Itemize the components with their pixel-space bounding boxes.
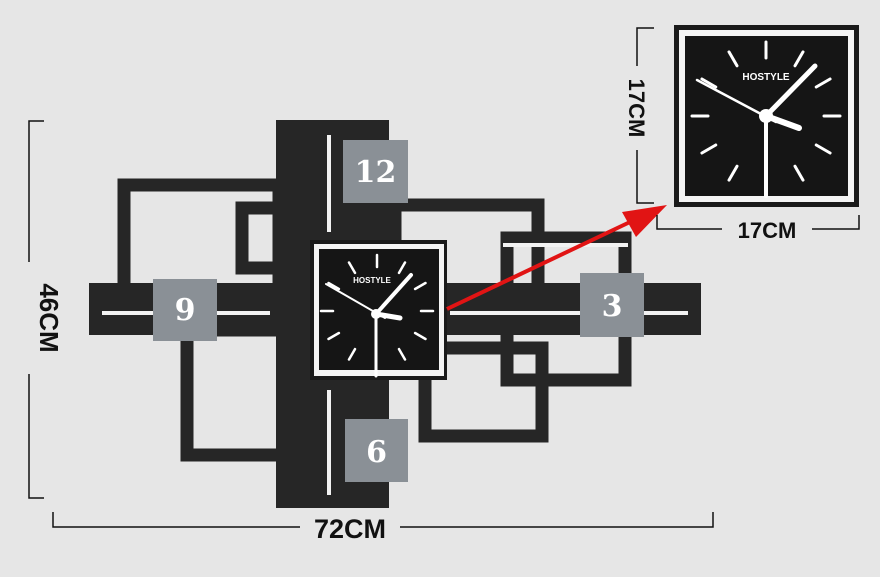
hour-tick: [397, 347, 407, 361]
tile-twelve: 12: [343, 140, 408, 203]
tile-nine: 9: [153, 279, 217, 341]
width-label: 72CM: [314, 514, 386, 544]
hour-tick: [413, 331, 427, 341]
hour-tick: [814, 143, 832, 155]
hour-tick: [413, 281, 427, 291]
face-height-label: 17CM: [624, 79, 649, 138]
tile-three: 3: [580, 273, 644, 337]
hour-tick: [793, 50, 805, 68]
hour-tick: [793, 164, 805, 182]
hour-tick: [727, 50, 739, 68]
hour-tick: [727, 164, 739, 182]
svg-text:6: 6: [366, 435, 387, 470]
detail-clock-brand: HOSTYLE: [742, 72, 790, 83]
pointer-arrow: [446, 205, 667, 311]
frame-left-lower: [180, 323, 294, 462]
svg-text:3: 3: [602, 289, 623, 324]
hour-tick: [814, 77, 832, 89]
frame-right-lower: [418, 341, 549, 443]
tile-six: 6: [345, 419, 408, 482]
hour-tick: [327, 331, 341, 341]
hour-tick: [347, 347, 357, 361]
hour-tick: [327, 281, 341, 291]
detail-minute-hand: [763, 63, 818, 119]
main-clock-brand: HOSTYLE: [353, 276, 391, 285]
main-minute-hand: [374, 273, 413, 316]
hour-tick: [397, 261, 407, 275]
height-label: 46CM: [34, 283, 64, 352]
hour-tick: [347, 261, 357, 275]
svg-text:12: 12: [355, 155, 397, 190]
detail-clock: HOSTYLE: [674, 25, 859, 207]
svg-text:9: 9: [175, 293, 196, 328]
hour-tick: [700, 77, 718, 89]
main-clock: HOSTYLE: [310, 240, 447, 380]
hour-tick: [700, 143, 718, 155]
face-width-label: 17CM: [738, 218, 797, 243]
